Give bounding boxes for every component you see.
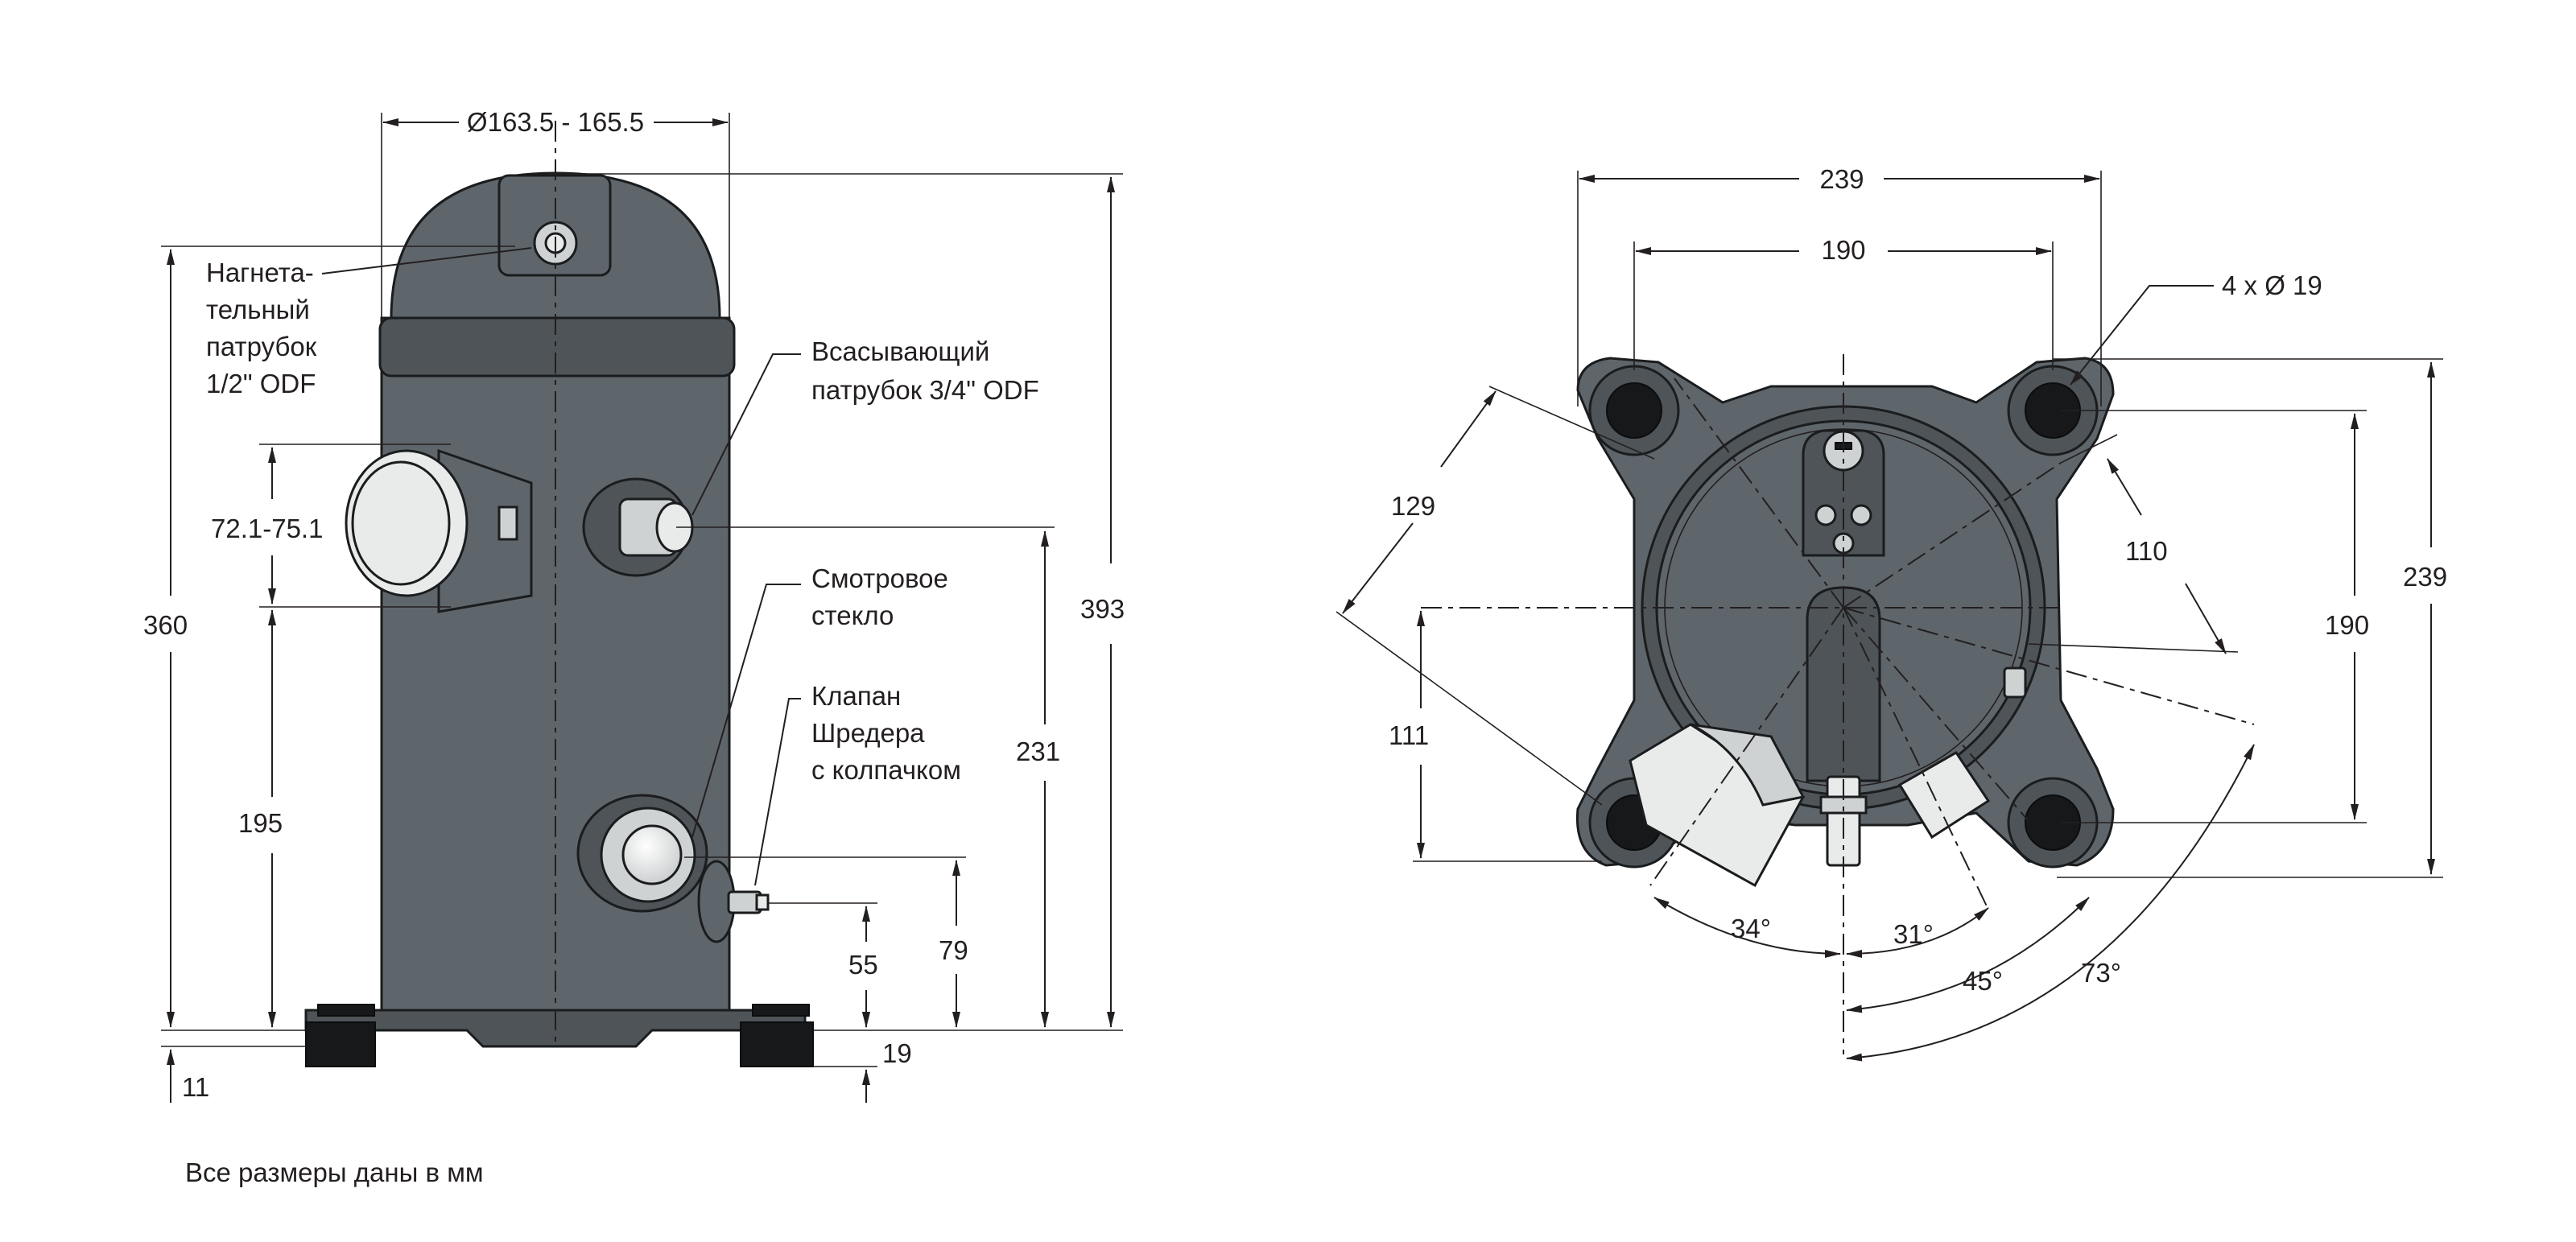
dim-393-label: 393 [1080,594,1125,624]
dim-111-label: 111 [1389,720,1429,750]
discharge-label-2: тельный [206,295,310,324]
dim-239-top-label: 239 [1819,164,1864,194]
dim-110: 110 [2028,434,2239,654]
dim-129: 129 [1335,386,1655,806]
dim-110-label: 110 [2125,536,2168,566]
dim-11-label: 11 [182,1072,209,1102]
sightglass-label-2: стекло [811,600,894,630]
dim-360-label: 360 [143,610,188,640]
dim-190-right: 190 [2061,410,2369,823]
schrader-valve [697,860,770,943]
dim-55: 55 [769,902,878,1028]
base-feet [304,1004,814,1067]
discharge-label-1: Нагнета- [206,258,314,287]
top-ray-2 [1843,462,2062,609]
sightglass-callout: Смотровое стекло [691,563,948,838]
schrader-label-1: Клапан [811,681,901,711]
dim-72: 72.1-75.1 [211,444,451,608]
dim-231-label: 231 [1016,737,1060,766]
dim-79: 79 [684,856,968,1028]
dim-19: 19 [813,998,912,1103]
dim-231: 231 [676,526,1060,1028]
dim-72-label: 72.1-75.1 [211,514,323,543]
dim-diameter-label: Ø163.5 - 165.5 [467,107,644,137]
angle-31-label: 31° [1893,919,1934,949]
top-suction-fitting [1629,723,1806,888]
top-right-stub [2003,666,2027,699]
side-view: Ø163.5 - 165.5 393 231 79 [143,107,1125,1103]
top-view: 239 190 4 x Ø 19 239 [1335,164,2447,1062]
angle-45-label: 45° [1963,966,2003,996]
schrader-label-3: с колпачком [811,755,961,785]
suction-fitting [582,477,694,577]
dim-190-top-label: 190 [1821,235,1865,265]
sightglass-label-1: Смотровое [811,563,948,593]
suction-callout: Всасывающий патрубок 3/4" ODF [691,336,1039,516]
discharge-label-4: 1/2" ODF [206,369,316,398]
top-discharge-block [1802,429,1885,557]
dim-239-top: 239 [1577,164,2102,406]
discharge-label-3: патрубок [206,332,317,361]
schrader-label-2: Шредера [811,718,925,748]
suction-label-2: патрубок 3/4" ODF [811,375,1039,405]
sight-glass [576,794,708,913]
top-ray-6 [1843,607,2255,725]
dim-239-right-label: 239 [2403,562,2447,592]
footer-note: Все размеры даны в мм [185,1157,484,1187]
dim-19-label: 19 [882,1038,912,1068]
angle-34-label: 34° [1731,914,1771,943]
oil-port [345,448,533,613]
dim-393: 393 [547,173,1125,1031]
holes-label: 4 x Ø 19 [2222,270,2322,300]
dim-239-right: 239 [2053,358,2447,878]
dim-360: 360 [143,246,515,1031]
dim-79-label: 79 [939,935,968,965]
dim-111: 111 [1389,610,1602,862]
angle-arcs: 34° 31° 45° 73° [1653,744,2255,1062]
dim-11: 11 [161,1046,306,1103]
dim-190-top: 190 [1633,235,2054,370]
schrader-callout: Клапан Шредера с колпачком [754,681,961,886]
dim-195-label: 195 [238,808,283,838]
dim-190-right-label: 190 [2325,610,2369,640]
dim-195: 195 [238,609,283,1028]
top-ray-1 [1674,378,1844,609]
holes-callout: 4 x Ø 19 [2070,270,2322,386]
top-ray-3 [1649,607,1844,886]
angle-73-label: 73° [2081,958,2121,988]
suction-label-1: Всасывающий [811,336,989,366]
dim-129-label: 129 [1391,491,1435,521]
dim-55-label: 55 [848,950,878,980]
dim-diameter: Ø163.5 - 165.5 [381,107,730,318]
discharge-callout: Нагнета- тельный патрубок 1/2" ODF [206,247,532,398]
